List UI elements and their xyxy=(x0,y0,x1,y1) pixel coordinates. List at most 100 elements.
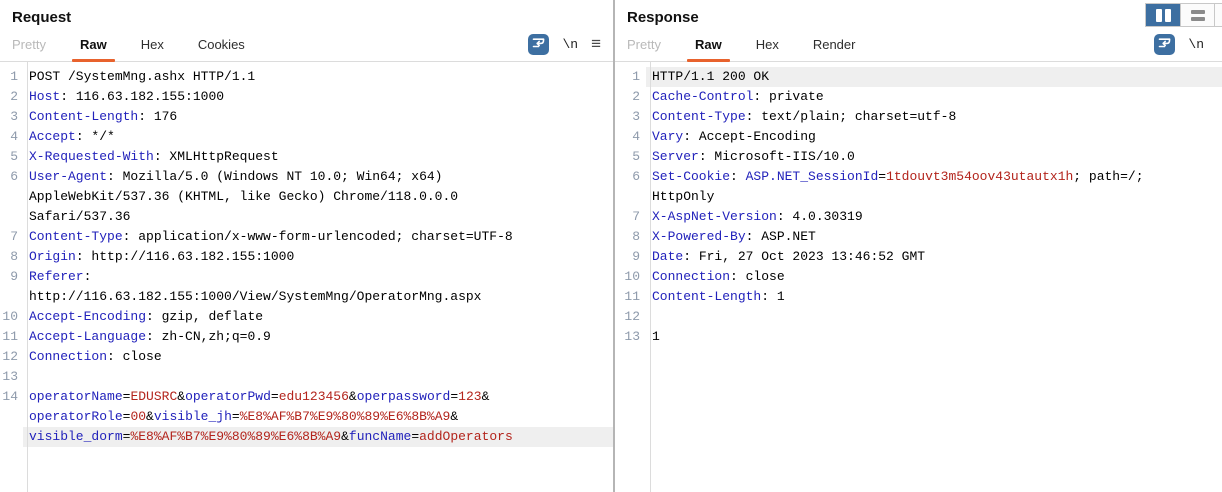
code-line: 2 Host: 116.63.182.155:1000 xyxy=(0,87,613,107)
code-text: POST /SystemMng.ashx HTTP/1.1 xyxy=(29,69,256,84)
response-tabbar: Pretty Raw Hex Render \n xyxy=(615,28,1222,62)
code-text: Origin: http://116.63.182.155:1000 xyxy=(29,249,295,264)
code-text: Content-Length: 1 xyxy=(652,289,785,304)
line-number: 12 xyxy=(2,349,18,364)
code-line: HttpOnly xyxy=(615,187,1222,207)
response-tab-tools: \n xyxy=(1154,34,1210,55)
line-number: 8 xyxy=(632,229,640,244)
request-title: Request xyxy=(12,9,72,26)
tab-hex[interactable]: Hex xyxy=(140,37,164,52)
code-text: User-Agent: Mozilla/5.0 (Windows NT 10.0… xyxy=(29,169,443,184)
request-editor[interactable]: 1 POST /SystemMng.ashx HTTP/1.1 2 Host: 116… xyxy=(0,62,613,492)
line-number: 2 xyxy=(10,89,18,104)
tab-pretty[interactable]: Pretty xyxy=(12,37,46,52)
code-text: Vary: Accept-Encoding xyxy=(652,129,816,144)
line-number xyxy=(0,207,23,227)
response-panel: Response Pretty Raw Hex Render xyxy=(615,0,1222,492)
line-number: 3 xyxy=(632,109,640,124)
code-text: Connection: close xyxy=(652,269,785,284)
tab-render[interactable]: Render xyxy=(812,37,856,52)
code-text: Set-Cookie: ASP.NET_SessionId=1tdouvt3m5… xyxy=(652,169,1144,184)
request-tabbar: Pretty Raw Hex Cookies \n ≡ xyxy=(0,28,613,62)
response-tabs: Pretty Raw Hex Render xyxy=(627,28,889,62)
code-text: Host: 116.63.182.155:1000 xyxy=(29,89,225,104)
newline-toggle[interactable]: \n xyxy=(1188,37,1204,52)
line-number: 7 xyxy=(632,209,640,224)
line-number: 5 xyxy=(632,149,640,164)
line-number: 13 xyxy=(2,369,18,384)
code-line: 1 POST /SystemMng.ashx HTTP/1.1 xyxy=(0,67,613,87)
code-line: 7 X-AspNet-Version: 4.0.30319 xyxy=(615,207,1222,227)
response-title: Response xyxy=(627,9,699,26)
editor-menu-icon[interactable]: ≡ xyxy=(591,34,601,53)
code-line: http://116.63.182.155:1000/View/SystemMn… xyxy=(0,287,613,307)
panel-splitter[interactable] xyxy=(613,0,615,492)
word-wrap-icon xyxy=(1158,36,1171,54)
line-number: 1 xyxy=(10,69,18,84)
request-tabs: Pretty Raw Hex Cookies xyxy=(12,28,279,62)
code-text: Content-Type: text/plain; charset=utf-8 xyxy=(652,109,957,124)
word-wrap-icon xyxy=(532,36,545,54)
request-header: Request xyxy=(0,0,613,28)
line-number: 9 xyxy=(632,249,640,264)
stacked-layout-button[interactable] xyxy=(1180,4,1214,26)
code-text xyxy=(23,367,613,387)
code-text: Connection: close xyxy=(29,349,162,364)
line-number: 6 xyxy=(10,169,18,184)
line-number: 2 xyxy=(632,89,640,104)
line-number: 11 xyxy=(624,289,640,304)
word-wrap-toggle-button[interactable] xyxy=(1154,34,1176,55)
code-text: X-Requested-With: XMLHttpRequest xyxy=(29,149,279,164)
line-number xyxy=(0,287,23,307)
layout-switcher xyxy=(1145,3,1222,27)
code-text: Accept-Language: zh-CN,zh;q=0.9 xyxy=(29,329,271,344)
newline-toggle[interactable]: \n xyxy=(562,37,579,52)
code-text: Content-Length: 176 xyxy=(29,109,178,124)
tab-cookies[interactable]: Cookies xyxy=(197,37,245,52)
code-text: visible_dorm=%E8%AF%B7%E9%80%89%E6%8B%A9… xyxy=(23,427,613,447)
code-line: 4 Vary: Accept-Encoding xyxy=(615,127,1222,147)
code-text: X-Powered-By: ASP.NET xyxy=(652,229,816,244)
stacked-layout-icon xyxy=(1190,9,1205,21)
tab-raw[interactable]: Raw xyxy=(72,28,115,62)
line-number xyxy=(0,187,23,207)
code-text: AppleWebKit/537.36 (KHTML, like Gecko) C… xyxy=(29,189,459,204)
line-number xyxy=(615,187,646,207)
line-number: 8 xyxy=(10,249,18,264)
code-text: Accept-Encoding: gzip, deflate xyxy=(29,309,264,324)
code-text: Cache-Control: private xyxy=(652,89,824,104)
response-header: Response xyxy=(615,0,1222,28)
columns-layout-button[interactable] xyxy=(1146,4,1180,26)
line-number: 10 xyxy=(2,309,18,324)
line-number: 12 xyxy=(624,309,640,324)
line-number: 1 xyxy=(632,69,640,84)
code-line: AppleWebKit/537.36 (KHTML, like Gecko) C… xyxy=(0,187,613,207)
code-text: Server: Microsoft-IIS/10.0 xyxy=(652,149,855,164)
code-line: 10 Accept-Encoding: gzip, deflate xyxy=(0,307,613,327)
code-line: 3 Content-Type: text/plain; charset=utf-8 xyxy=(615,107,1222,127)
code-line: operatorRole=00&visible_jh=%E8%AF%B7%E9%… xyxy=(0,407,613,427)
tab-pretty[interactable]: Pretty xyxy=(627,37,661,52)
line-number: 9 xyxy=(10,269,18,284)
code-text: X-AspNet-Version: 4.0.30319 xyxy=(652,209,863,224)
code-line: 12 Connection: close xyxy=(0,347,613,367)
code-line: 11 Content-Length: 1 xyxy=(615,287,1222,307)
tabbed-layout-button[interactable] xyxy=(1214,4,1222,26)
code-line: 2 Cache-Control: private xyxy=(615,87,1222,107)
tab-hex[interactable]: Hex xyxy=(755,37,779,52)
line-number: 4 xyxy=(632,129,640,144)
tab-raw[interactable]: Raw xyxy=(687,28,730,62)
word-wrap-toggle-button[interactable] xyxy=(528,34,550,55)
